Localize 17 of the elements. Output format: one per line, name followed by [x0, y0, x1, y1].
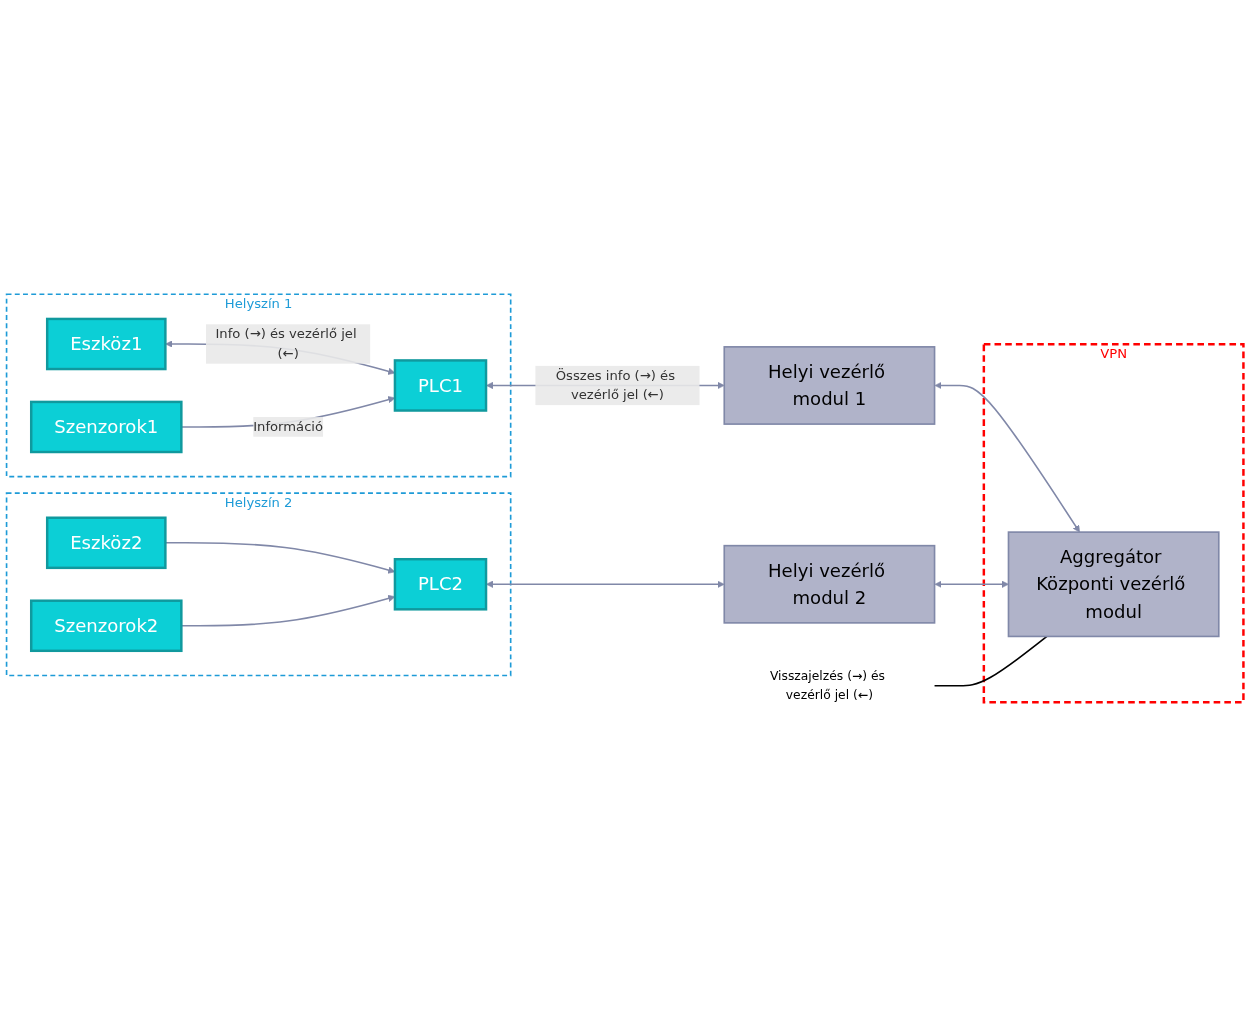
node-box: Szenzorok1 — [30, 400, 183, 454]
node-text: Visszajelzés (→) és vezérlő jel (←) — [769, 668, 886, 703]
node-box: Eszköz2 — [45, 516, 167, 570]
edge-label: Információ — [253, 418, 324, 435]
edge-label: Összes info (→) és vezérlő jel (←) — [555, 367, 676, 403]
arrow — [486, 580, 725, 588]
edge-label: Info (→) és vezérlő jel (←) — [215, 325, 357, 362]
connector — [933, 635, 1048, 687]
node-box: PLC2 — [393, 558, 488, 611]
node-box: Eszköz1 — [45, 317, 167, 371]
node-box: PLC1 — [393, 359, 488, 412]
node-box: Szenzorok2 — [30, 599, 183, 653]
arrow — [934, 580, 1009, 588]
arrow — [934, 381, 1080, 533]
node-box: Aggregátor Központi vezérlő modul — [1007, 531, 1220, 638]
node-box: Helyi vezérlő modul 1 — [723, 346, 936, 425]
node-box: Helyi vezérlő modul 2 — [723, 544, 936, 624]
